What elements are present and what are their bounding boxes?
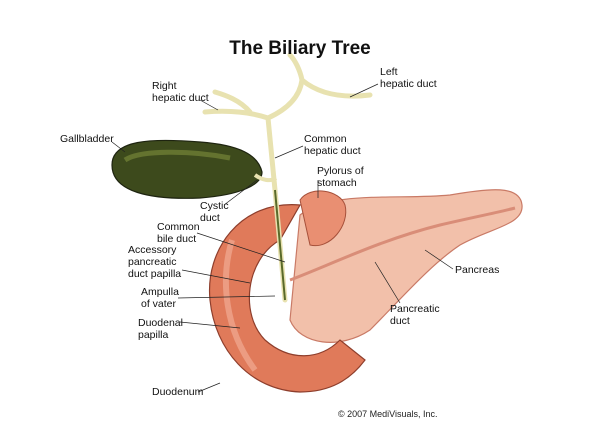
hepatic-ducts xyxy=(202,52,373,303)
leader-lines xyxy=(111,83,454,393)
pancreatic-duct-shape xyxy=(289,206,516,282)
diagram-title: The Biliary Tree xyxy=(229,38,371,59)
label-pancreas: Pancreas xyxy=(455,264,500,276)
gallbladder-shape xyxy=(111,139,263,199)
label-gallbladder: Gallbladder xyxy=(60,133,114,145)
pylorus-shape xyxy=(299,190,347,247)
copyright: © 2007 MediVisuals, Inc. xyxy=(338,409,438,419)
pancreas-shape xyxy=(289,189,523,343)
cystic-duct xyxy=(253,173,278,183)
duodenum-shape xyxy=(208,204,366,393)
label-duodenum: Duodenum xyxy=(152,386,204,398)
